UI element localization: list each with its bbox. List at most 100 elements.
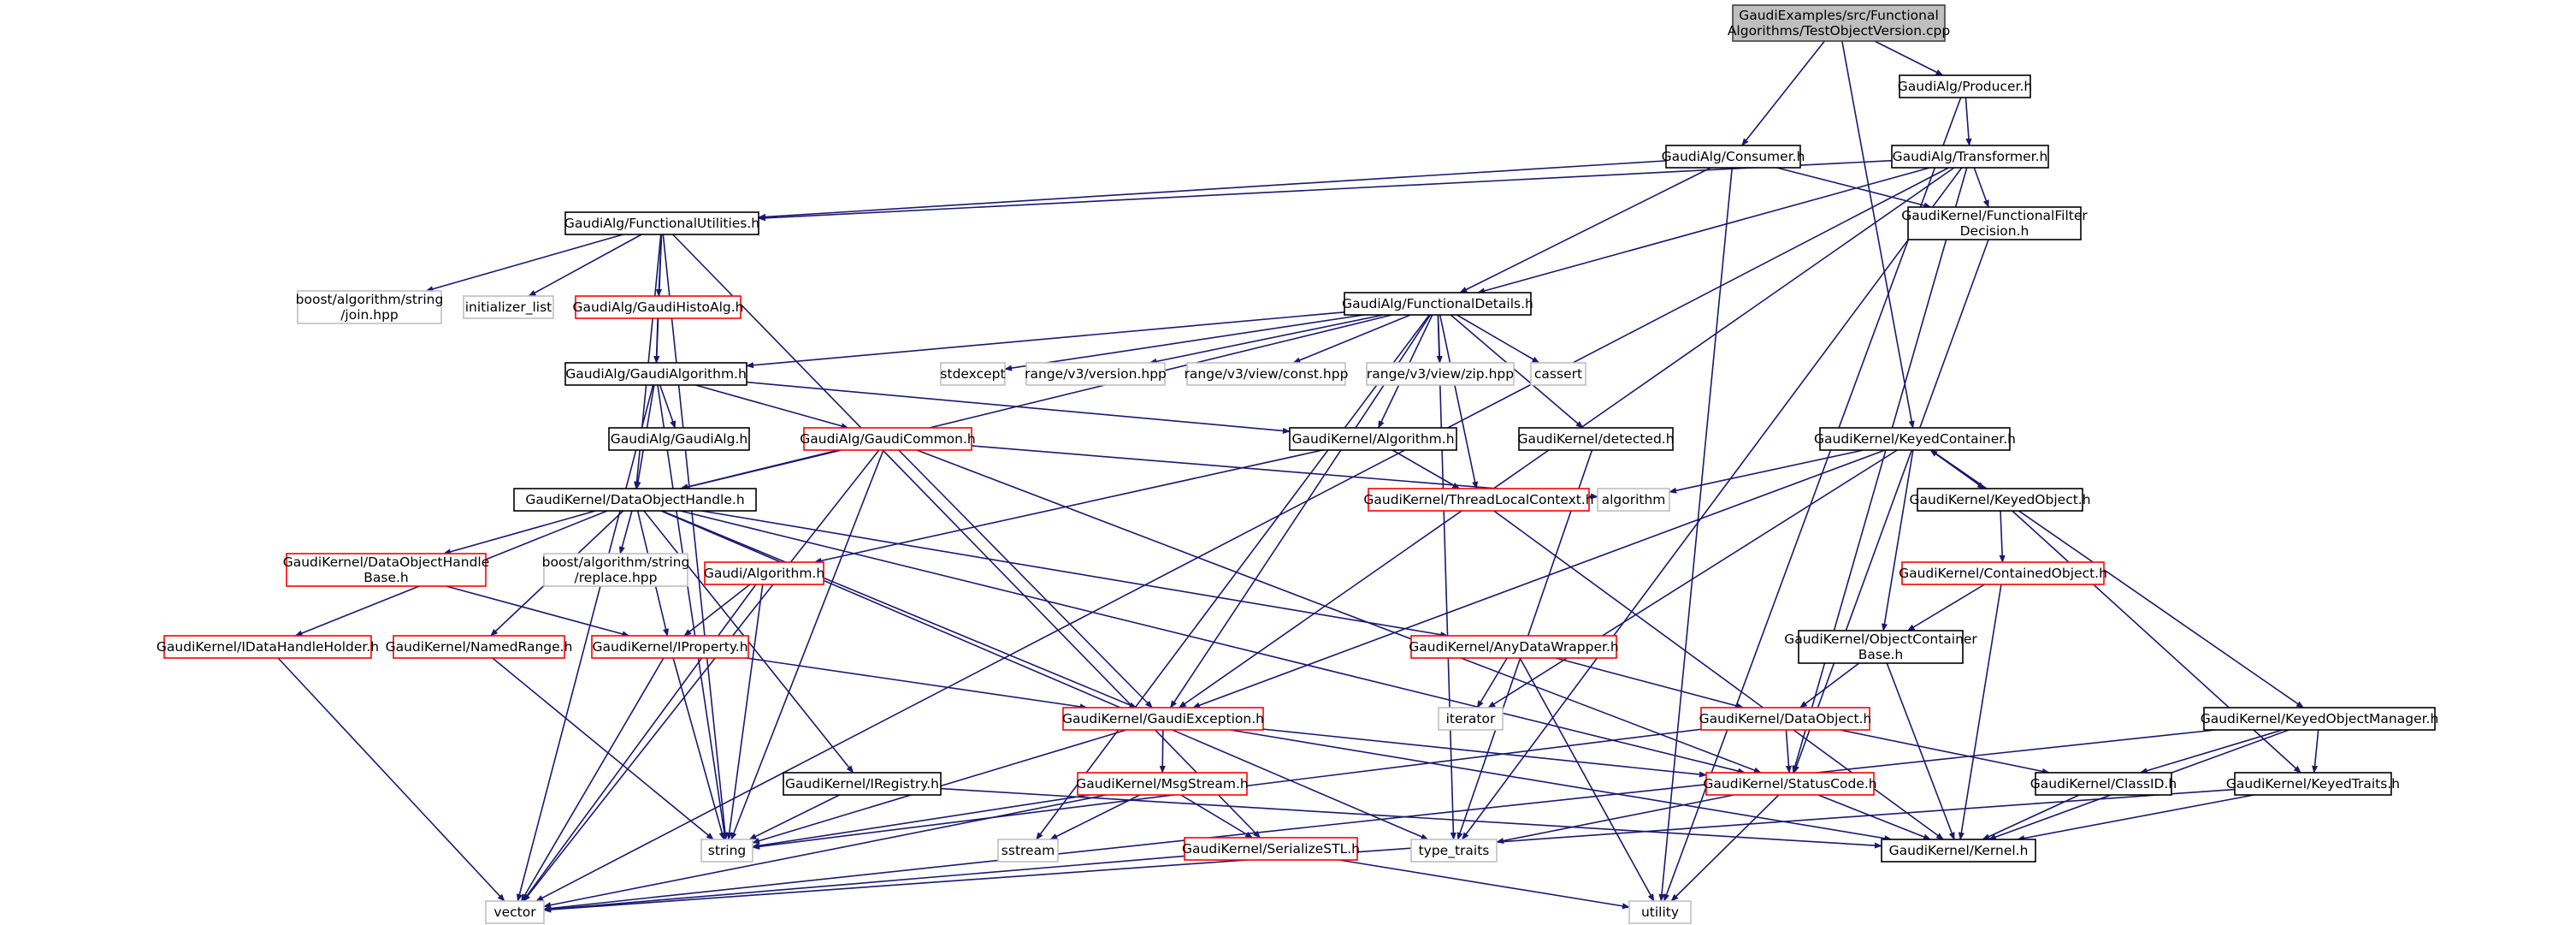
edge-gaudicommon-to-gaudiexception	[898, 449, 1153, 709]
node-keyedobject[interactable]: GaudiKernel/KeyedObject.h	[1909, 488, 2091, 512]
node-gaudicommon[interactable]: GaudiAlg/GaudiCommon.h	[800, 427, 976, 451]
edge-root-to-consumer	[1741, 40, 1826, 146]
node-gaudialg[interactable]: GaudiAlg/GaudiAlg.h	[608, 427, 750, 451]
node-msgstream[interactable]: GaudiKernel/MsgStream.h	[1076, 772, 1249, 796]
edge-keyedobject-to-keyedcontainer	[1929, 449, 1985, 489]
node-label-string: string	[708, 843, 747, 858]
edge-iregistry-to-string	[748, 794, 841, 840]
node-serializestl[interactable]: GaudiKernel/SerializeSTL.h	[1182, 837, 1360, 861]
edge-gaudicommon-to-vector	[523, 449, 880, 902]
edge-transformer-to-statuscode	[1792, 167, 1968, 774]
node-detected[interactable]: GaudiKernel/detected.h	[1517, 427, 1675, 451]
node-box-iproperty	[591, 635, 749, 659]
edge-keyedtraits-to-vector	[543, 788, 2236, 913]
node-box-anydatawrapper	[1410, 635, 1617, 659]
edge-kalgorithm-to-gaudialgorithmh	[813, 449, 1323, 564]
node-box-kernel	[1881, 839, 2036, 863]
node-label-sstream: sstream	[1001, 843, 1055, 858]
node-box-classid	[2035, 772, 2172, 796]
node-box-producer	[1899, 74, 2031, 98]
edge-dataobjhandle-to-gaudiexception	[661, 510, 1137, 709]
node-transformer[interactable]: GaudiAlg/Transformer.h	[1891, 145, 2049, 169]
node-label-vector: vector	[493, 904, 536, 920]
node-box-histoalg	[575, 295, 741, 319]
node-label-objcontainerbase-line-2: Base.h	[1858, 647, 1904, 662]
node-producer[interactable]: GaudiAlg/Producer.h	[1898, 74, 2032, 98]
node-keyedcontainer[interactable]: GaudiKernel/KeyedContainer.h	[1814, 427, 2016, 451]
node-box-vector	[485, 900, 545, 924]
node-dataobjhandle[interactable]: GaudiKernel/DataObjectHandle.h	[513, 488, 757, 512]
node-stdexcept: stdexcept	[940, 362, 1006, 386]
node-anydatawrapper[interactable]: GaudiKernel/AnyDataWrapper.h	[1409, 635, 1619, 659]
node-label-rangeversion: range/v3/version.hpp	[1025, 366, 1167, 382]
edge-keyedtraits-to-kernel	[2017, 794, 2254, 842]
node-threadlocal[interactable]: GaudiKernel/ThreadLocalContext.h	[1363, 488, 1594, 512]
node-label-iproperty: GaudiKernel/IProperty.h	[592, 639, 747, 655]
node-label-iterator: iterator	[1446, 711, 1496, 726]
node-label-algorithm: algorithm	[1602, 492, 1666, 507]
node-box-keyedobject	[1917, 488, 2083, 512]
edge-anydatawrapper-to-dataobject	[1555, 657, 1745, 709]
node-label-rangeconst: range/v3/view/const.hpp	[1185, 366, 1349, 382]
node-label-keyedcontainer: GaudiKernel/KeyedContainer.h	[1814, 431, 2016, 447]
node-kernel[interactable]: GaudiKernel/Kernel.h	[1881, 839, 2036, 863]
node-label-gaudialg: GaudiAlg/GaudiAlg.h	[611, 431, 747, 447]
node-label-initlist: initializer_list	[465, 299, 552, 316]
node-consumer[interactable]: GaudiAlg/Consumer.h	[1662, 145, 1805, 169]
node-label-funcdetails: GaudiAlg/FunctionalDetails.h	[1342, 296, 1533, 311]
node-keyedtraits[interactable]: GaudiKernel/KeyedTraits.h	[2226, 772, 2400, 796]
node-box-utility	[1628, 900, 1692, 924]
node-histoalg[interactable]: GaudiAlg/GaudiHistoAlg.h	[572, 295, 744, 319]
edge-consumer-to-funcutil	[758, 160, 1667, 221]
node-box-keyedobjmanager	[2203, 707, 2436, 731]
node-vector: vector	[485, 900, 545, 924]
node-keyedobjmanager[interactable]: GaudiKernel/KeyedObjectManager.h	[2201, 707, 2439, 731]
edge-gaudicommon-to-dataobjhandle	[680, 449, 842, 490]
edge-dataobjhandle-to-anydatawrapper	[701, 510, 1449, 638]
node-containedobject[interactable]: GaudiKernel/ContainedObject.h	[1899, 561, 2107, 585]
edge-keyedcontainer-to-iterator	[1487, 449, 1898, 709]
node-iproperty[interactable]: GaudiKernel/IProperty.h	[591, 635, 749, 659]
node-label-funcutil: GaudiAlg/FunctionalUtilities.h	[564, 216, 759, 231]
node-gaudiexception[interactable]: GaudiKernel/GaudiException.h	[1062, 707, 1264, 731]
node-statuscode[interactable]: GaudiKernel/StatusCode.h	[1703, 772, 1877, 796]
node-label-rangezip: range/v3/view/zip.hpp	[1367, 366, 1514, 382]
node-box-gaudialgorithm	[564, 362, 747, 386]
edge-anydatawrapper-to-utility	[1519, 657, 1655, 902]
node-box-gaudialgorithmh	[704, 561, 824, 585]
node-dataobject[interactable]: GaudiKernel/DataObject.h	[1699, 707, 1872, 731]
node-cassert: cassert	[1530, 362, 1586, 386]
edge-transformer-to-funcutil	[758, 159, 1893, 222]
edge-keyedobjmanager-to-vector	[543, 729, 2216, 912]
node-root[interactable]: GaudiExamples/src/FunctionalAlgorithms/T…	[1728, 4, 1950, 42]
edge-msgstream-to-string	[752, 794, 1090, 849]
node-classid[interactable]: GaudiKernel/ClassID.h	[2030, 772, 2177, 796]
edge-iproperty-to-vector	[520, 657, 665, 902]
node-box-idatahandleholder	[163, 635, 372, 659]
edge-consumer-to-utility	[1658, 167, 1734, 902]
edge-dataobjhandle-to-dohbase	[443, 510, 596, 555]
node-funcutil[interactable]: GaudiAlg/FunctionalUtilities.h	[564, 211, 759, 235]
edge-gaudicommon-to-string	[730, 449, 884, 840]
edge-filterdec-to-statuscode	[1793, 239, 1989, 774]
edge-gaudiexception-to-msgstream	[1159, 729, 1166, 774]
node-idatahandleholder[interactable]: GaudiKernel/IDataHandleHolder.h	[157, 635, 379, 659]
node-label-kalgorithm: GaudiKernel/Algorithm.h	[1291, 431, 1454, 447]
node-funcdetails[interactable]: GaudiAlg/FunctionalDetails.h	[1342, 292, 1533, 316]
node-iterator: iterator	[1438, 707, 1504, 731]
edge-iproperty-to-gaudiexception	[746, 657, 1088, 710]
edge-root-to-keyedcontainer	[1841, 40, 1915, 429]
node-kalgorithm[interactable]: GaudiKernel/Algorithm.h	[1289, 427, 1457, 451]
node-iregistry[interactable]: GaudiKernel/IRegistry.h	[783, 772, 942, 796]
node-box-consumer	[1665, 145, 1801, 169]
node-box-dohbase	[286, 553, 487, 587]
node-namedrange[interactable]: GaudiKernel/NamedRange.h	[386, 635, 573, 659]
edge-funcutil-to-serializestl	[672, 234, 1261, 839]
file-nodes: GaudiExamples/src/FunctionalAlgorithms/T…	[157, 4, 2439, 924]
node-gaudialgorithm[interactable]: GaudiAlg/GaudiAlgorithm.h	[564, 362, 747, 386]
node-gaudialgorithmh[interactable]: Gaudi/Algorithm.h	[704, 561, 824, 585]
